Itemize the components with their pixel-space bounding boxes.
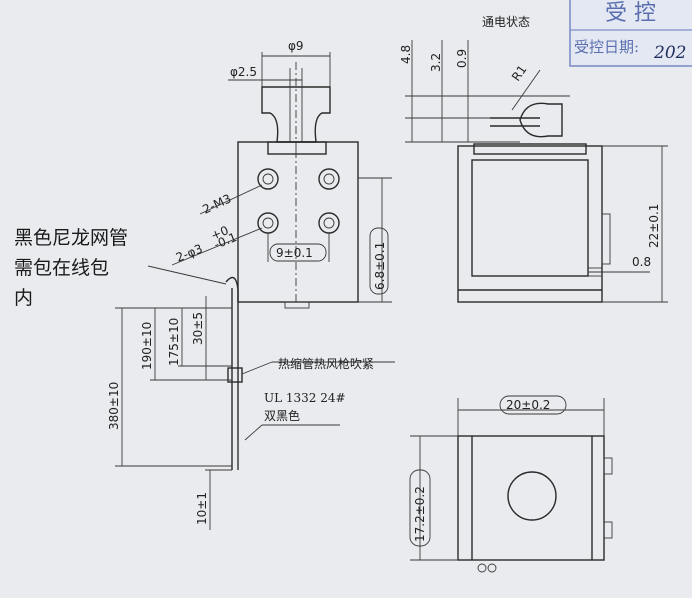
mounting-hole [318,168,340,190]
note-wire-spec: UL 1332 24# [264,391,346,405]
dim-radius: R1 [509,63,530,84]
lead-wire [225,276,239,470]
dim-holes: 2-φ3 [174,241,205,264]
dim-depth: 17.2±0.2 [413,486,427,542]
note-tube-line3: 内 [14,287,33,309]
mounting-hole [257,168,279,190]
dim-plunger-dia: φ9 [288,39,304,53]
solenoid-base [457,435,605,561]
dim-width: 20±0.2 [506,398,550,412]
dim-wire-190: 190±10 [140,322,154,370]
dim-hole-offset: 6.8±0.1 [373,242,387,290]
dim-side-gap: 0.8 [632,255,651,269]
plunger-bore [507,471,557,521]
note-tube-line1: 黑色尼龙网管 [14,227,128,249]
note-tube-line2: 需包在线包 [14,257,109,279]
dim-threads: 2-M3 [200,191,233,216]
mounting-hole [318,212,340,234]
dim-wire-total: 380±10 [107,382,121,430]
bottom-view: 20±0.2 17.2±0.2 [409,395,613,573]
dim-stroke-3-2: 3.2 [429,53,443,72]
stamp-date-label: 受控日期: [574,38,639,56]
solenoid-frame [457,145,603,303]
dim-wire-30: 30±5 [191,312,205,345]
front-view: φ9 φ2.5 2-M3 2-φ3 +0 -0.1 9±0.1 [107,39,395,530]
dim-height: 22±0.1 [647,204,661,248]
note-energized-state: 通电状态 [482,15,530,29]
note-heat-shrink: 热缩管热风枪吹紧 [278,356,374,371]
dim-hole-spacing: 9±0.1 [276,246,313,260]
control-stamp: 受 控 受控日期: 202 [569,0,692,67]
dim-wire-175: 175±10 [167,318,181,366]
dim-holes-tol-upper: +0 [209,223,231,243]
stamp-date-value: 202 [653,43,686,63]
mounting-hole [257,212,279,234]
note-wire-color: 双黑色 [264,409,300,423]
dim-stroke-0-9: 0.9 [455,49,469,68]
dim-rod-dia: φ2.5 [230,65,257,79]
stamp-title: 受 控 [605,1,656,26]
side-view: 通电状态 4.8 3.2 0.9 R1 0.8 22±0.1 [399,15,668,303]
dim-stroke-4-8: 4.8 [399,45,413,64]
solenoid-body [237,141,359,303]
dim-wire-end: 10±1 [195,492,209,525]
